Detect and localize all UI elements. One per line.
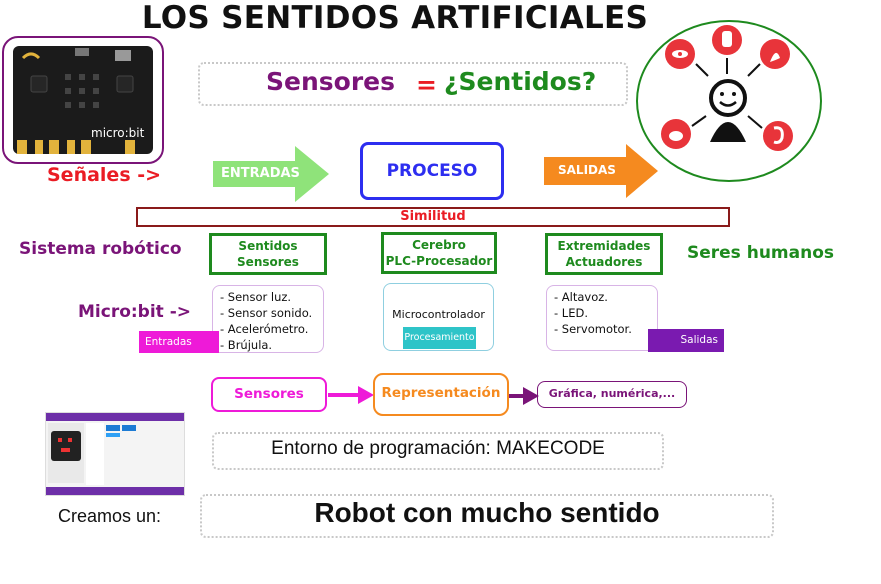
process-box (360, 142, 504, 200)
robotic-system-label: Sistema robótico (19, 239, 182, 259)
list-item: - Altavoz. (554, 290, 608, 304)
outputs-tag: Salidas (648, 329, 724, 352)
senses-icon (636, 20, 822, 182)
microbit-row-label: Micro:bit -> (78, 302, 192, 322)
category-senses-line1: Sentidos (238, 239, 298, 253)
pipeline-arrow-2 (509, 387, 539, 405)
processor-tag: Procesamiento (403, 327, 476, 349)
programming-environment-box (212, 432, 664, 470)
similarity-label: Similitud (400, 209, 466, 224)
pipeline-arrow-1 (328, 386, 374, 404)
human-beings-label: Seres humanos (687, 243, 835, 263)
output-arrow (544, 144, 658, 198)
input-arrow-label: ENTRADAS (221, 166, 300, 181)
makecode-screenshot (45, 412, 185, 496)
list-item: - Acelerómetro. (220, 322, 309, 336)
category-senses-sensors: Sentidos Sensores (209, 233, 327, 275)
microbit-logo-text: micro:bit (91, 126, 145, 140)
page-title: LOS SENTIDOS ARTIFICIALES (141, 0, 649, 36)
category-limbs-actuators: Extremidades Actuadores (545, 233, 663, 275)
category-limbs-line1: Extremidades (557, 239, 651, 253)
outputs-list: - Altavoz. - LED. - Servomotor. (546, 285, 658, 351)
inputs-tag: Entradas (139, 331, 219, 353)
closing-statement-box (200, 494, 774, 538)
pipeline-sensors-label: Sensores (234, 386, 304, 402)
list-item: - Servomotor. (554, 322, 632, 336)
sensors-senses-banner (198, 62, 628, 106)
closing-lead-text: Creamos un: (58, 506, 162, 526)
closing-statement: Robot con mucho sentido (314, 497, 660, 528)
pipeline-sensors-box (211, 377, 327, 412)
input-arrow (213, 146, 329, 202)
output-arrow-label: SALIDAS (558, 163, 616, 177)
banner-senses-text: ¿Sentidos? (444, 67, 597, 96)
pipeline-representation-box (373, 373, 509, 416)
pipeline-representation-label: Representación (381, 385, 501, 401)
microbit-board-image: micro:bit (2, 36, 164, 164)
pipeline-graphic-label: Gráfica, numérica,... (548, 387, 676, 400)
list-item: - LED. (554, 306, 588, 320)
signals-label: Señales -> (47, 164, 162, 186)
category-brain-line1: Cerebro (412, 238, 466, 252)
process-box-label: PROCESO (386, 161, 478, 181)
banner-equals-text: = (416, 70, 437, 99)
processor-name: Microcontrolador (392, 308, 485, 321)
inputs-list: - Sensor luz. - Sensor sonido. - Aceleró… (212, 285, 324, 353)
list-item: - Brújula. (220, 338, 273, 352)
category-brain-processor: Cerebro PLC-Procesador (381, 232, 497, 274)
programming-environment-label: Entorno de programación: MAKECODE (271, 438, 605, 459)
pipeline-graphic-box (537, 381, 687, 408)
list-item: - Sensor sonido. (220, 306, 313, 320)
list-item: - Sensor luz. (220, 290, 292, 304)
similarity-bar (136, 207, 730, 227)
category-senses-line2: Sensores (237, 255, 299, 269)
processor-box (383, 283, 494, 351)
category-brain-line2: PLC-Procesador (385, 254, 493, 268)
banner-sensors-text: Sensores (266, 67, 395, 96)
category-limbs-line2: Actuadores (565, 255, 643, 269)
